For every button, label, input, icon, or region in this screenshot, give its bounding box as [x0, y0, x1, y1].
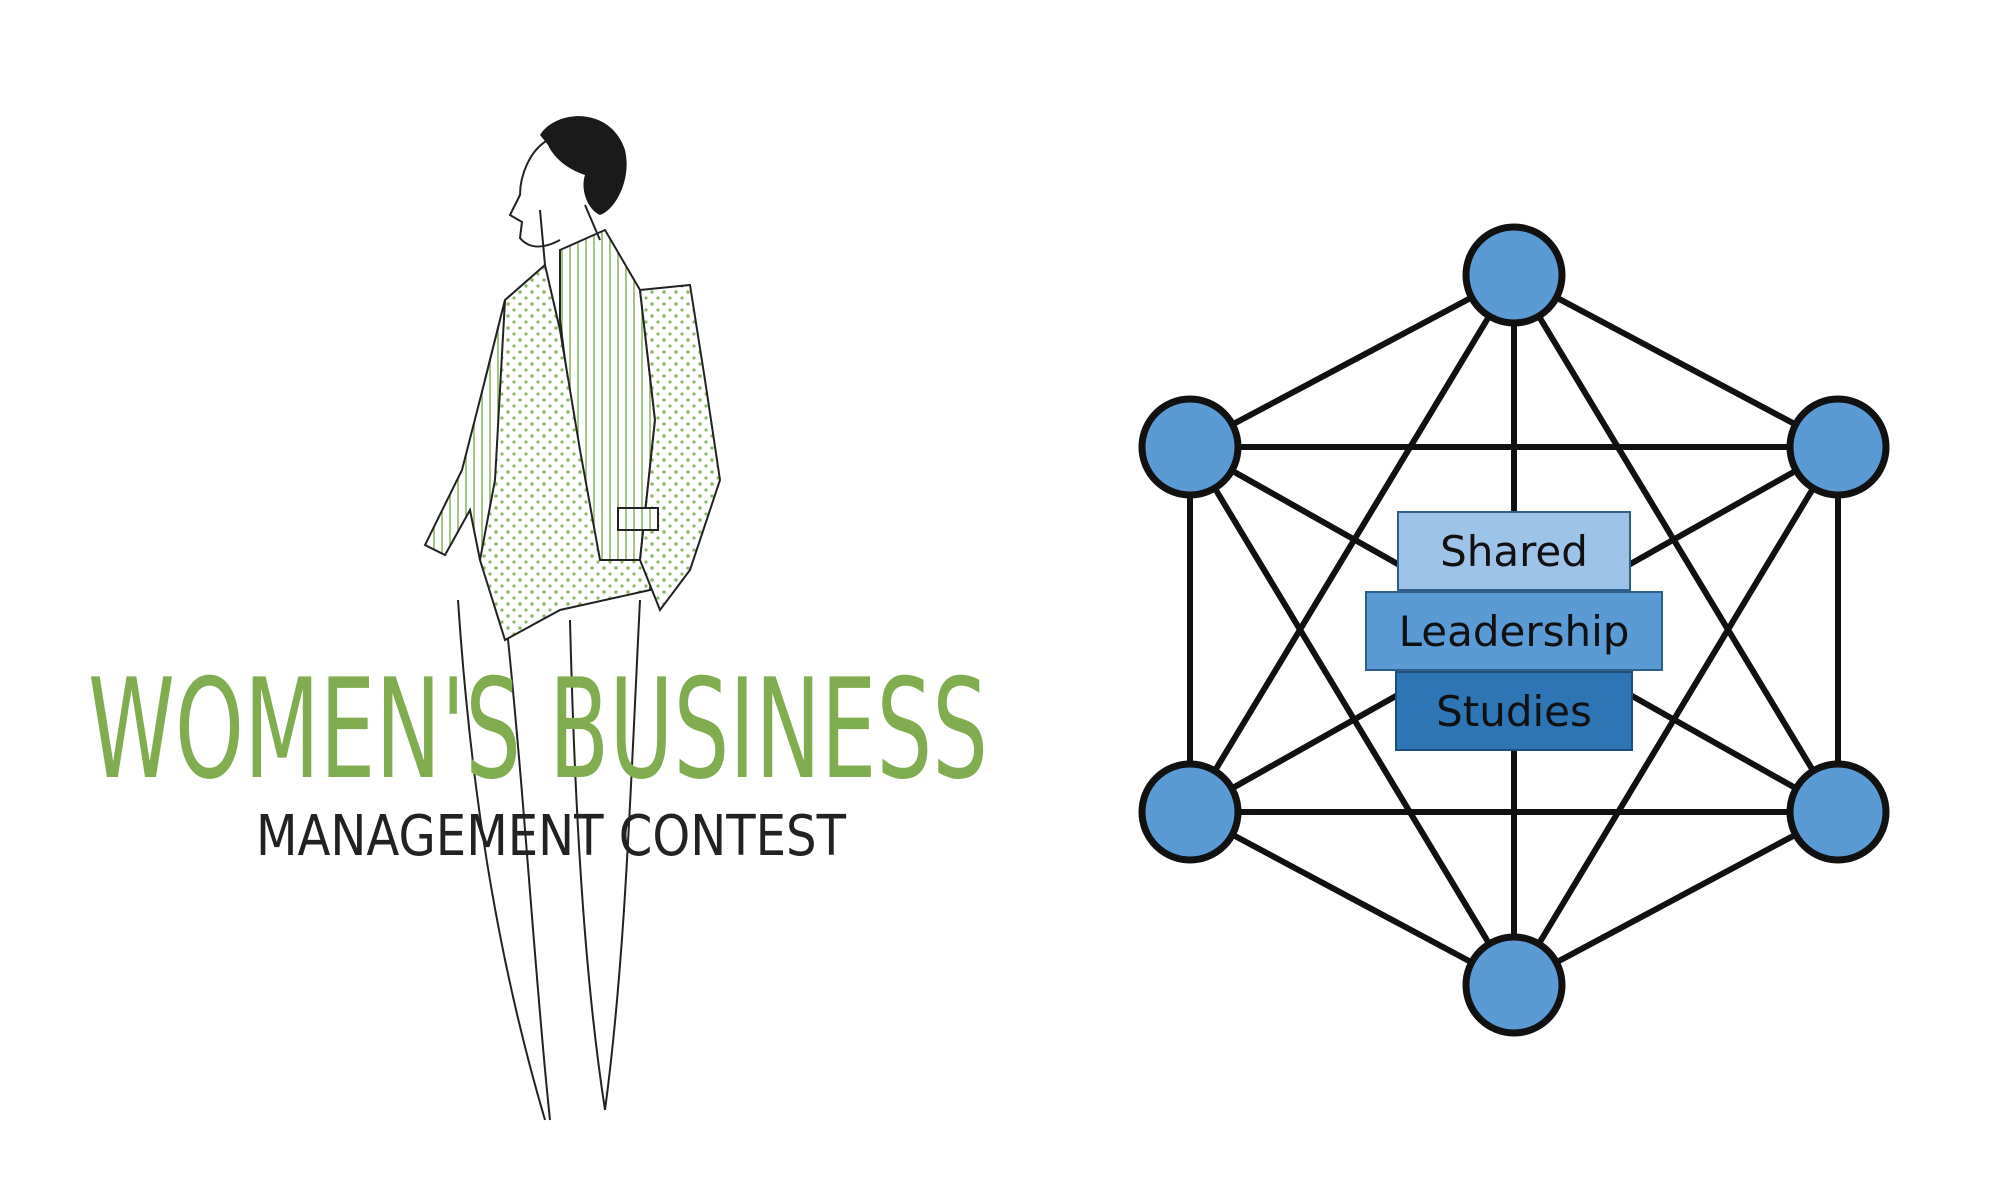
- figure-neck: [539, 204, 601, 266]
- edge-node-lower-left-node-bottom: [1187, 809, 1517, 988]
- node-upper-right: [1786, 395, 1890, 499]
- edge-node-top-node-lower-left: [1187, 272, 1517, 815]
- edge-node-lower-right-node-bottom: [1511, 809, 1841, 988]
- network-graph: Shared Leadership Studies: [1138, 223, 1890, 1037]
- logo-subtitle: MANAGEMENT CONTEST: [256, 804, 847, 869]
- stack-box-leadership: [1365, 591, 1663, 671]
- stack-box-studies: [1395, 671, 1633, 751]
- figure-face: [508, 139, 561, 248]
- stack-label-leadership: Leadership: [1399, 607, 1630, 656]
- node-upper-left: [1138, 395, 1242, 499]
- node-top: [1462, 223, 1566, 327]
- figure-legs: [457, 599, 641, 1121]
- logo-title: WOMEN'S BUSINESS: [88, 649, 988, 810]
- edge-node-upper-left-node-bottom: [1187, 444, 1517, 988]
- network-nodes: [1138, 223, 1890, 1037]
- jacket-pocket: [617, 507, 659, 531]
- edge-node-top-node-lower-right: [1511, 272, 1841, 815]
- edge-node-upper-right-node-bottom: [1511, 444, 1841, 988]
- edge-node-top-node-upper-right: [1511, 272, 1841, 450]
- stack-label-shared: Shared: [1440, 527, 1588, 576]
- fashion-illustration: WOMEN'S BUSINESS MANAGEMENT CONTEST: [88, 116, 988, 1121]
- figure-hair: [540, 116, 627, 215]
- network-diagram: Shared Leadership Studies: [1060, 0, 2000, 1194]
- jacket-sleeve-left: [423, 299, 506, 561]
- edge-node-top-node-upper-left: [1187, 272, 1517, 450]
- node-bottom: [1462, 933, 1566, 1037]
- node-lower-right: [1786, 760, 1890, 864]
- stack-box-shared: [1397, 511, 1631, 591]
- node-lower-left: [1138, 760, 1242, 864]
- stack-label-studies: Studies: [1436, 687, 1592, 736]
- contest-logo: WOMEN'S BUSINESS MANAGEMENT CONTEST: [88, 116, 988, 1121]
- label-stack: Shared Leadership Studies: [1365, 511, 1663, 751]
- jacket-sleeve-right: [638, 283, 722, 613]
